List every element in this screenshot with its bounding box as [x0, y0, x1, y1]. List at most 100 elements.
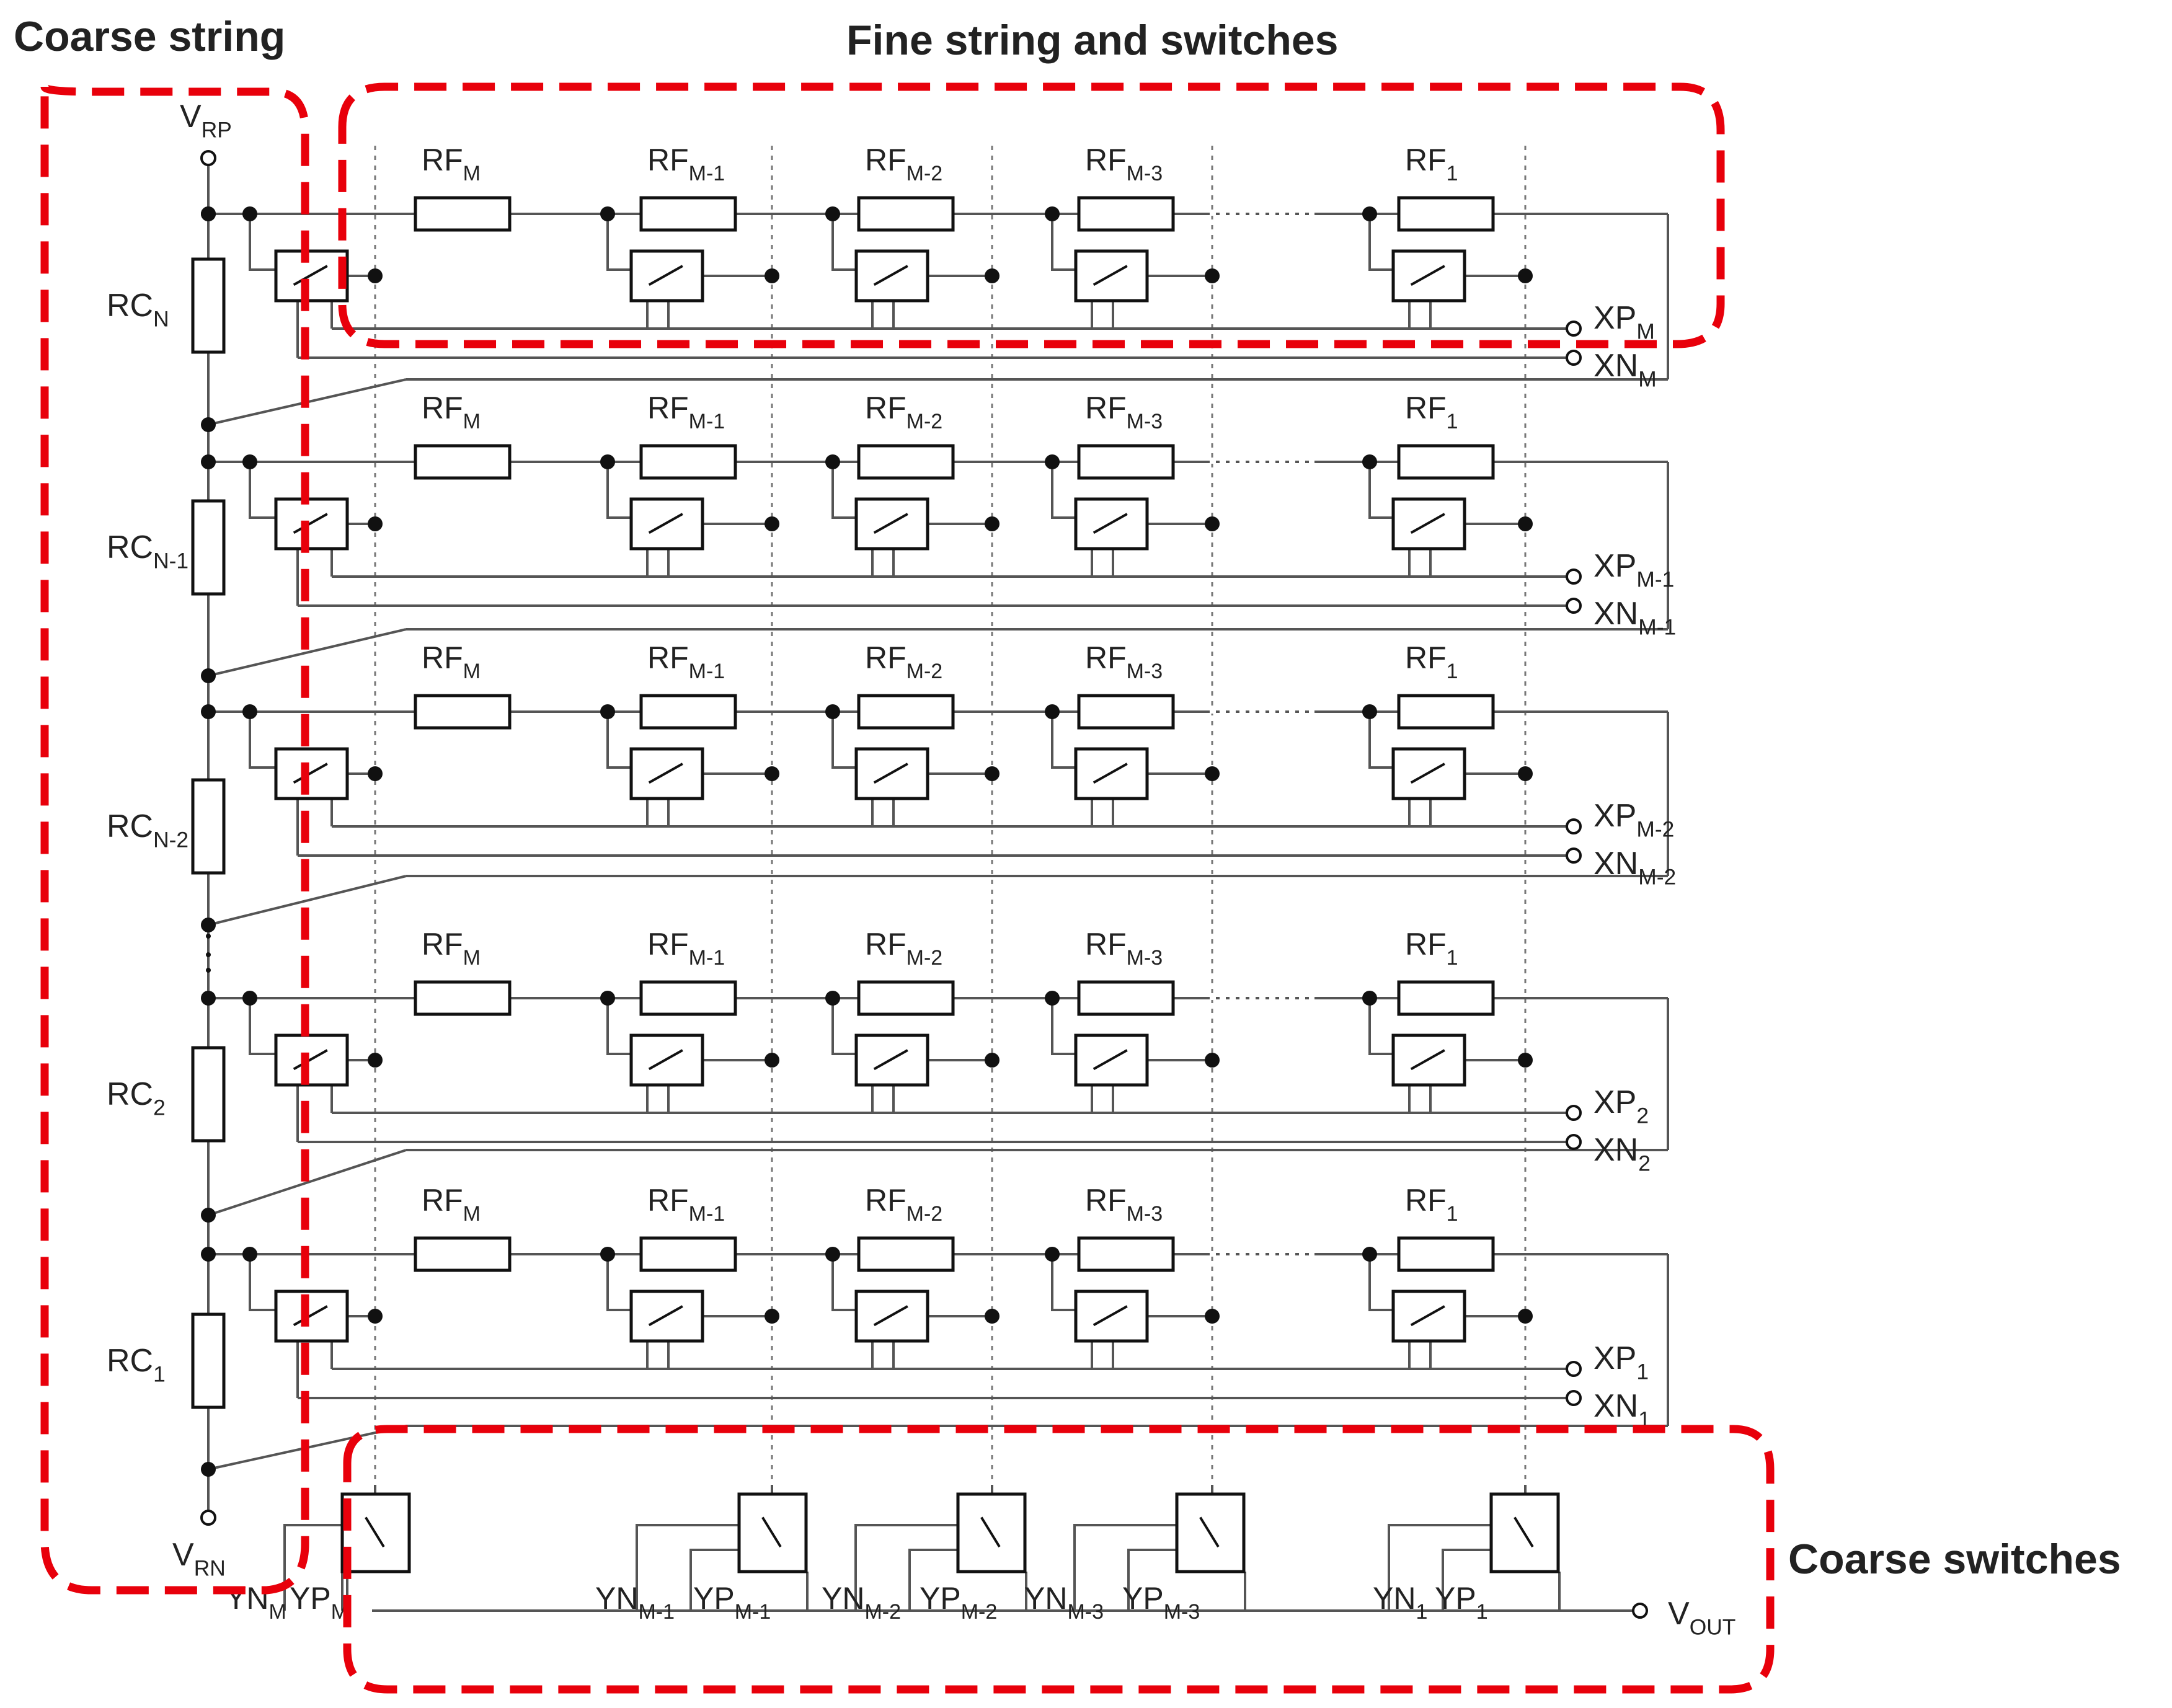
xn-label-row-3: XNM-2: [1594, 846, 1676, 890]
switch-lead-1-row-1: [606, 214, 631, 271]
switch-lead-3-row-5: [1051, 1254, 1076, 1311]
coarse-ctl-n-lead-3: [854, 1524, 958, 1611]
switch-out-dot-3-row-2: [1205, 516, 1220, 531]
coarse-switches-heading: Coarse switches: [1788, 1536, 2121, 1583]
switch-lead-2-row-4: [831, 998, 856, 1055]
fine-switch-0-row-2-blade: [293, 513, 328, 534]
fine-resistor-5-row-3: [1397, 694, 1495, 730]
coarse-switch-4-blade: [1199, 1516, 1220, 1548]
switch-lead-0-row-1: [249, 214, 276, 271]
switch-node-2-row-4: [825, 991, 840, 1006]
coarse-ctl-p-lead-3: [908, 1549, 958, 1611]
vrp-label: VRP: [180, 99, 232, 143]
coarse-ctl-n-lead-4: [1073, 1524, 1177, 1611]
fine-resistor-2-row-1: [639, 196, 737, 232]
fine-resistor-3-row-4: [857, 980, 955, 1016]
fine-string-heading: Fine string and switches: [846, 17, 1339, 64]
xp-label-row-4: XP2: [1594, 1084, 1649, 1128]
coarse-ctl-p-label-4: YPM-3: [1122, 1581, 1200, 1624]
fine-resistor-label-2-row-3: RFM-1: [647, 640, 725, 683]
switch-out-dot-0-row-5: [368, 1309, 383, 1324]
coarse-ctl-n-label-2: YNM-1: [595, 1581, 675, 1624]
fine-resistor-5-row-1: [1397, 196, 1495, 232]
headings-layer: Coarse string Fine string and switches C…: [14, 13, 2121, 1583]
switch-out-dot-3-row-3: [1205, 766, 1220, 781]
xp-label-row-1: XPM: [1594, 300, 1655, 344]
switch-lead-2-row-2: [831, 462, 856, 519]
switch-out-dot-0-row-1: [368, 268, 383, 283]
fine-resistor-5-row-4: [1397, 980, 1495, 1016]
coarse-string-heading: Coarse string: [14, 13, 285, 60]
switch-lead-1-row-3: [606, 712, 631, 769]
fine-switch-1-row-4-blade: [648, 1049, 683, 1071]
fine-resistor-label-4-row-1: RFM-3: [1085, 143, 1163, 185]
switch-node-3-row-1: [1045, 206, 1060, 221]
fine-switch-4-row-2-blade: [1410, 513, 1445, 534]
ellipsis-dot-3: [206, 968, 211, 973]
fine-switch-1-row-3-blade: [648, 763, 683, 784]
fine-resistor-label-3-row-2: RFM-2: [865, 391, 942, 433]
fine-switch-4-row-5-blade: [1410, 1305, 1445, 1327]
fine-switch-1-row-2-blade: [648, 513, 683, 534]
fine-switch-2-row-5: [854, 1290, 929, 1343]
coarse-ctl-p-lead-4: [1127, 1549, 1177, 1611]
fine-switch-3-row-1-blade: [1093, 265, 1128, 286]
fine-resistor-5-row-2: [1397, 444, 1495, 480]
coarse-tap-low-4: [201, 1208, 216, 1223]
xp-terminal-row-1: [1566, 321, 1582, 337]
fine-switch-1-row-1-blade: [648, 265, 683, 286]
fine-resistor-2-row-5: [639, 1236, 737, 1272]
switch-lead-0-row-4: [249, 998, 276, 1055]
fine-resistor-3-row-3: [857, 694, 955, 730]
coarse-string-frame: [40, 82, 309, 1595]
fine-resistor-label-5-row-3: RF1: [1405, 640, 1458, 683]
fine-resistor-2-row-2: [639, 444, 737, 480]
fine-switch-4-row-4: [1391, 1033, 1466, 1087]
switch-out-dot-0-row-4: [368, 1053, 383, 1068]
switch-lead-3-row-2: [1051, 462, 1076, 519]
xp-terminal-row-2: [1566, 569, 1582, 585]
fine-resistor-1-row-4: [414, 980, 512, 1016]
switch-node-4-row-2: [1362, 454, 1377, 469]
coarse-ctl-p-label-1: YPM: [290, 1581, 348, 1624]
coarse-ctl-p-lead-2: [689, 1549, 739, 1611]
xp-label-row-5: XP1: [1594, 1340, 1649, 1384]
switch-lead-4-row-1: [1368, 214, 1393, 271]
switch-node-2-row-2: [825, 454, 840, 469]
fine-resistor-3-row-1: [857, 196, 955, 232]
xn-label-row-1: XNM: [1594, 348, 1657, 392]
fine-switch-2-row-4-blade: [873, 1049, 908, 1071]
vout-terminal: [1632, 1603, 1648, 1619]
vrn-terminal: [200, 1510, 216, 1526]
fine-resistor-label-4-row-4: RFM-3: [1085, 927, 1163, 970]
fine-switch-1-row-5-blade: [648, 1305, 683, 1327]
fine-resistor-label-1-row-4: RFM: [422, 927, 481, 970]
switch-node-1-row-5: [600, 1247, 615, 1262]
fine-switch-4-row-3-blade: [1410, 763, 1445, 784]
fine-switch-3-row-4-blade: [1093, 1049, 1128, 1071]
fine-resistor-label-4-row-2: RFM-3: [1085, 391, 1163, 433]
switch-lead-1-row-2: [606, 462, 631, 519]
coarse-resistor-4: [191, 1046, 226, 1143]
fine-resistor-5-row-5: [1397, 1236, 1495, 1272]
xn-terminal-row-4: [1566, 1134, 1582, 1150]
switch-node-4-row-1: [1362, 206, 1377, 221]
fine-resistor-label-1-row-1: RFM: [422, 143, 481, 185]
xn-label-row-4: XN2: [1594, 1132, 1651, 1176]
switch-node-4-row-3: [1362, 704, 1377, 719]
switch-lead-4-row-2: [1368, 462, 1393, 519]
vrn-label: VRN: [172, 1537, 226, 1581]
fine-resistor-label-4-row-3: RFM-3: [1085, 640, 1163, 683]
fine-switch-3-row-2-blade: [1093, 513, 1128, 534]
switch-lead-3-row-4: [1051, 998, 1076, 1055]
coarse-tap-2: [201, 454, 216, 469]
coarse-resistor-3: [191, 778, 226, 875]
fine-switch-4-row-1-blade: [1410, 265, 1445, 286]
fine-resistor-2-row-4: [639, 980, 737, 1016]
coarse-resistor-5: [191, 1312, 226, 1409]
fine-switch-4-row-4-blade: [1410, 1049, 1445, 1071]
xn-terminal-row-3: [1566, 847, 1582, 864]
coarse-tap-5: [201, 1247, 216, 1262]
fine-resistor-1-row-5: [414, 1236, 512, 1272]
